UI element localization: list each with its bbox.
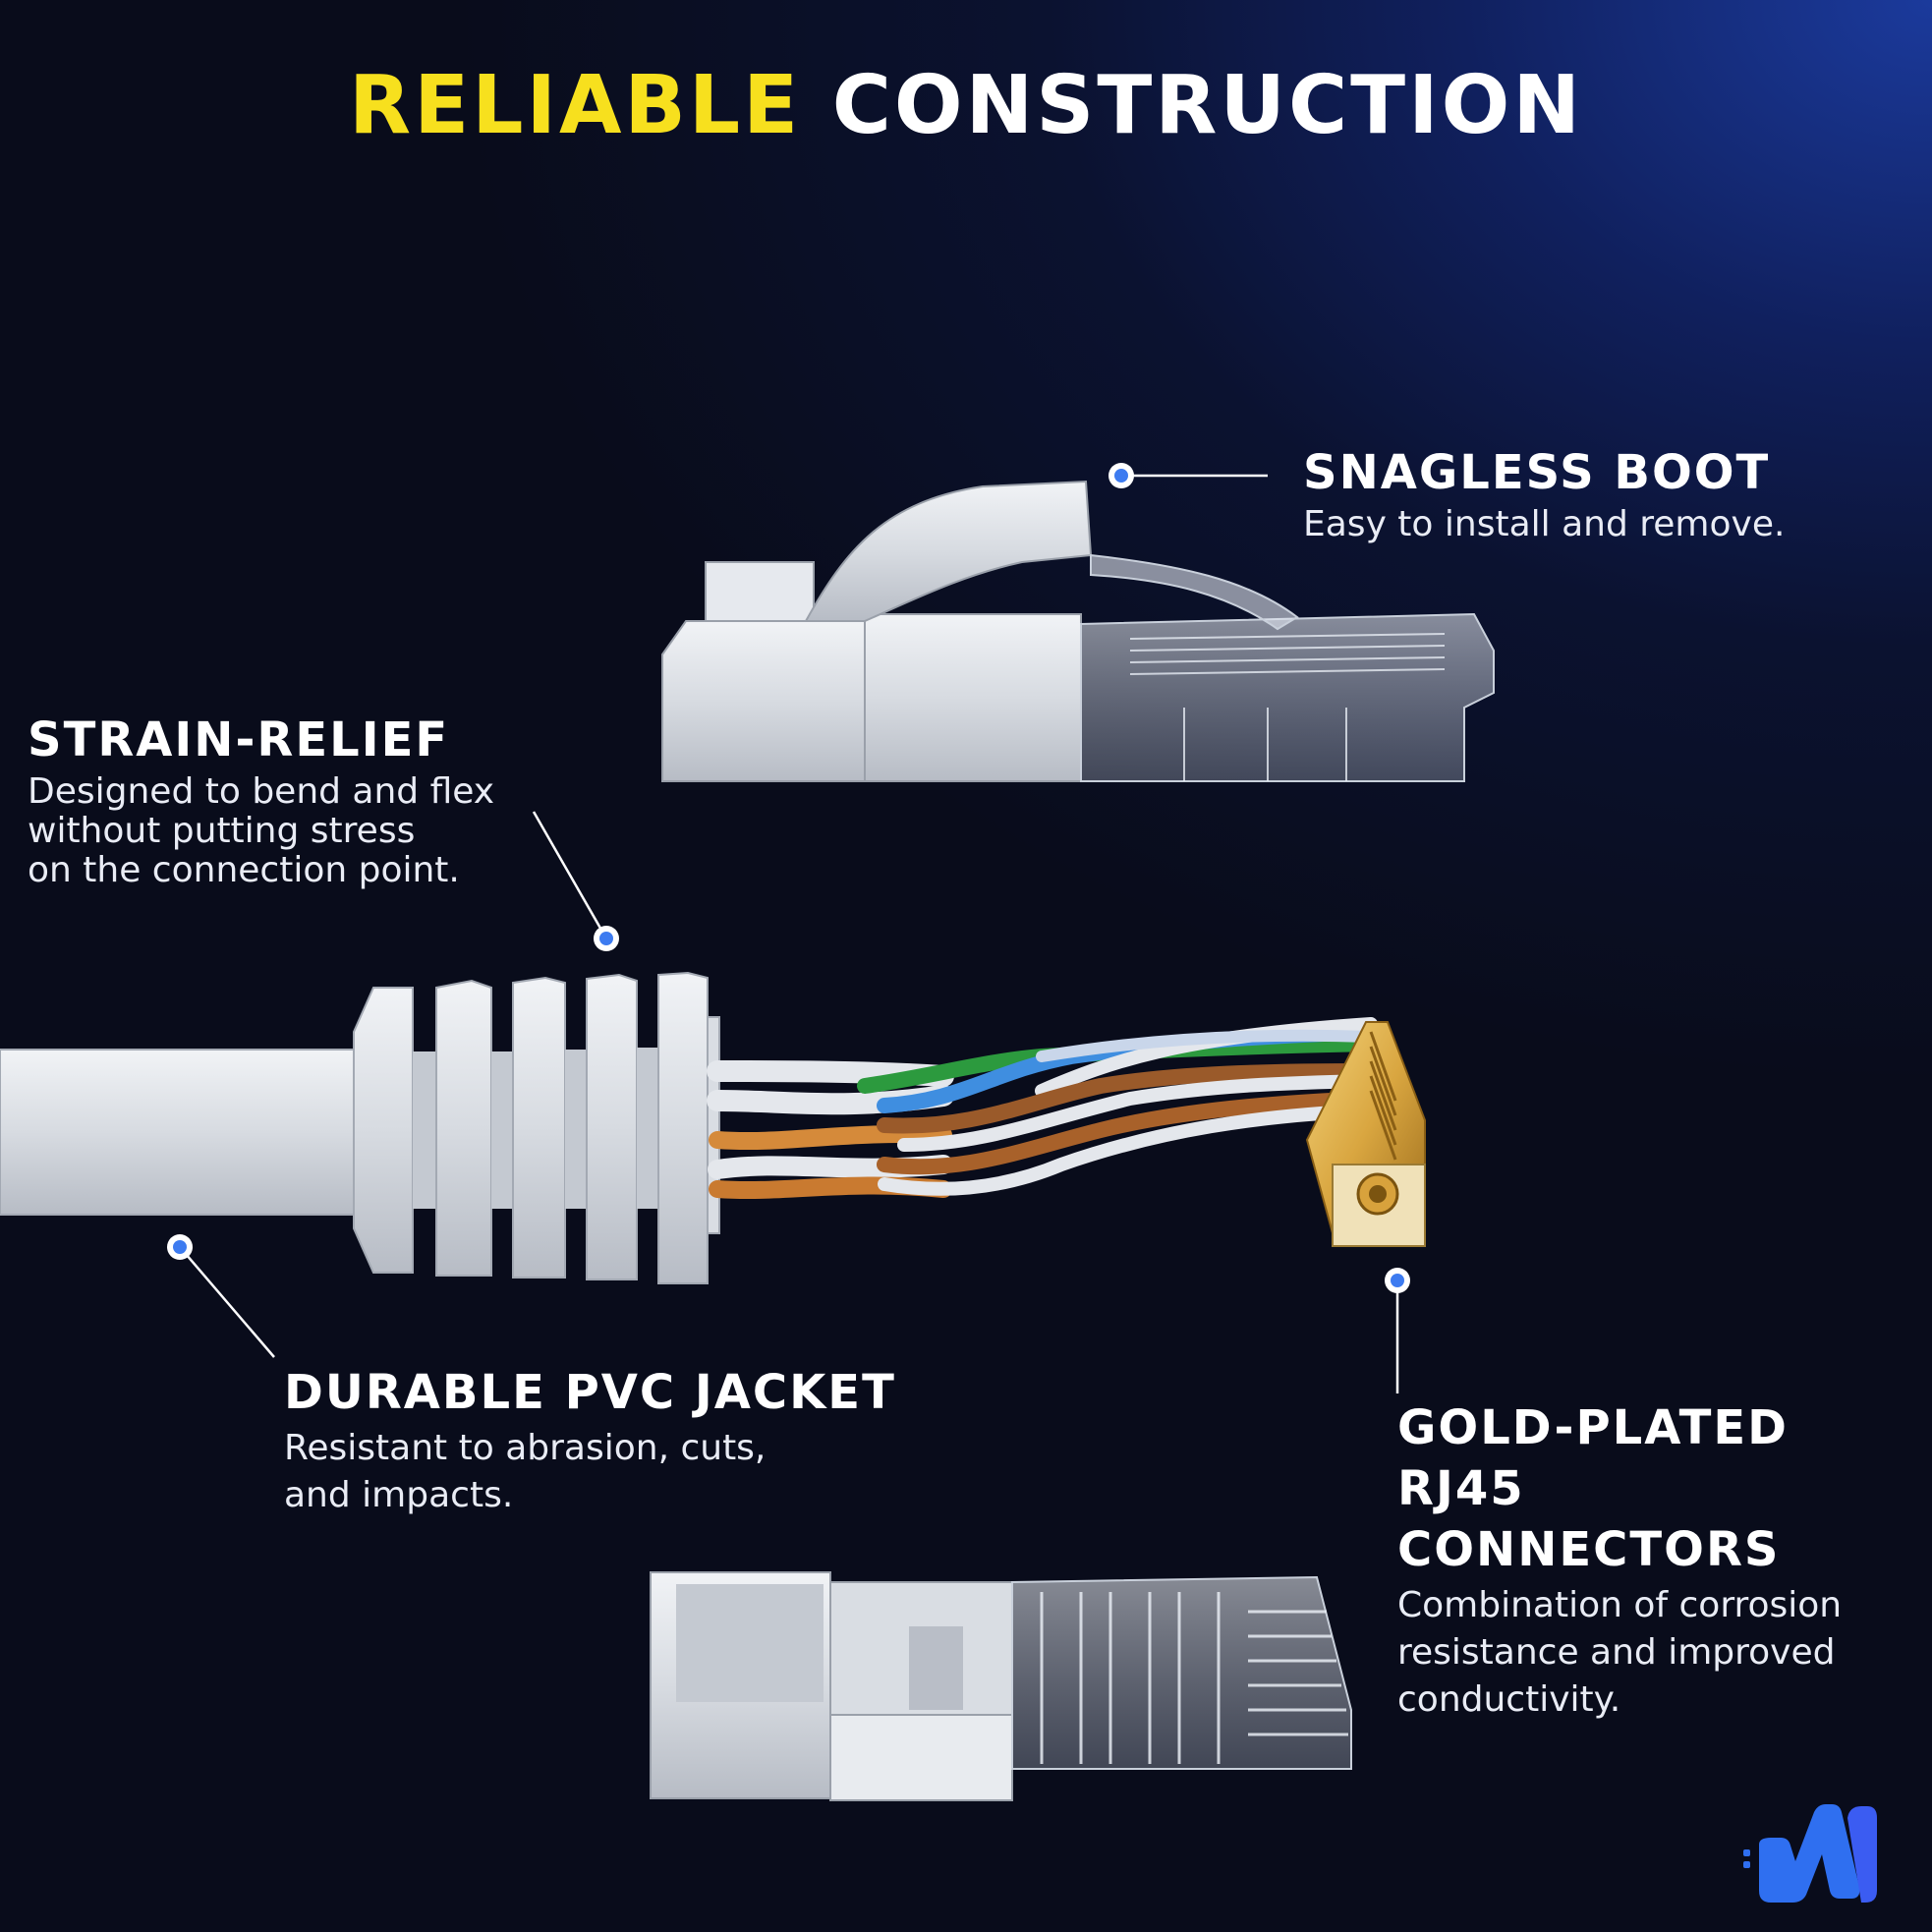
callout-description: Designed to bend and flex without puttin… [28,771,495,890]
strain-relief-rib [353,987,414,1274]
leader-pvc-jacket [179,1246,275,1358]
strain-relief-rib [586,973,638,1280]
pvc-jacket [0,1049,374,1216]
callout-description: Easy to install and remove. [1303,504,1786,544]
callout-dots [167,463,1410,1293]
callout-description: Combination of corrosion resistance and … [1397,1585,1843,1720]
clear-body [1011,1575,1352,1770]
callout-description: Resistant to abrasion, cuts, and impacts… [284,1428,767,1515]
strain-relief-rib [512,976,566,1279]
snagless-boot-connector [661,480,1495,782]
callout-dot-icon [594,926,619,951]
callout-leaders [179,474,1399,1393]
callout-dot-icon [1385,1268,1410,1293]
callout-dot-icon [167,1234,193,1260]
wire-orange [709,1124,952,1151]
callout-heading: SNAGLESS BOOT [1303,445,1771,500]
callout-heading: STRAIN-RELIEF [28,712,450,767]
cable-assembly [0,971,720,1284]
callout-dot-icon [1108,463,1134,488]
boot-sleeve [864,613,1082,782]
callout-strain-relief: STRAIN-RELIEF Designed to bend and flex … [28,710,494,890]
strain-relief-rib [435,979,492,1277]
title-highlight: RELIABLE [349,59,802,152]
brand-logo-icon [1743,1804,1877,1903]
callout-pvc-jacket: DURABLE PVC JACKET Resistant to abrasion… [284,1362,896,1519]
twisted-pairs [707,1017,1379,1200]
callout-heading: GOLD-PLATED RJ45 CONNECTORS [1397,1400,1790,1577]
callout-heading: DURABLE PVC JACKET [284,1365,896,1420]
boot-tab [705,561,815,622]
boot-body [661,620,866,782]
plug-latch [1090,553,1299,631]
wire-brown [877,1063,1379,1134]
leader-strain-relief [532,811,608,939]
callout-gold-connectors: GOLD-PLATED RJ45 CONNECTORS Combination … [1397,1397,1932,1724]
bottom-rj45-plug [650,1571,1352,1801]
gold-contacts [1305,1021,1426,1247]
strain-relief-rib [657,971,709,1284]
callout-snagless-boot: SNAGLESS BOOT Easy to install and remove… [1303,442,1785,544]
page-title: RELIABLE CONSTRUCTION [0,59,1932,152]
boot-latch-cover [804,480,1093,622]
title-rest: CONSTRUCTION [801,59,1583,152]
